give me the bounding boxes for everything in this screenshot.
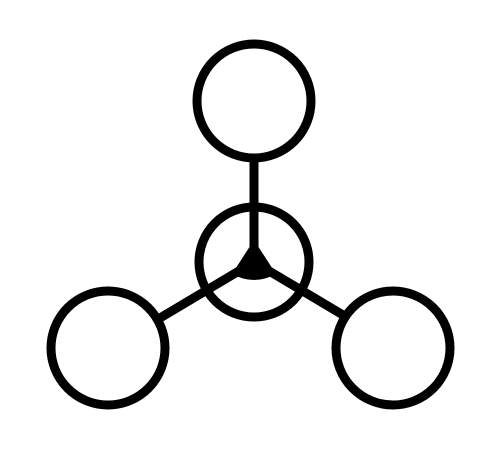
node-top-circle xyxy=(192,39,316,163)
center-core-marker xyxy=(232,240,276,280)
node-center-circle xyxy=(194,202,314,322)
node-left-circle xyxy=(46,286,170,410)
node-right-circle xyxy=(331,286,455,410)
